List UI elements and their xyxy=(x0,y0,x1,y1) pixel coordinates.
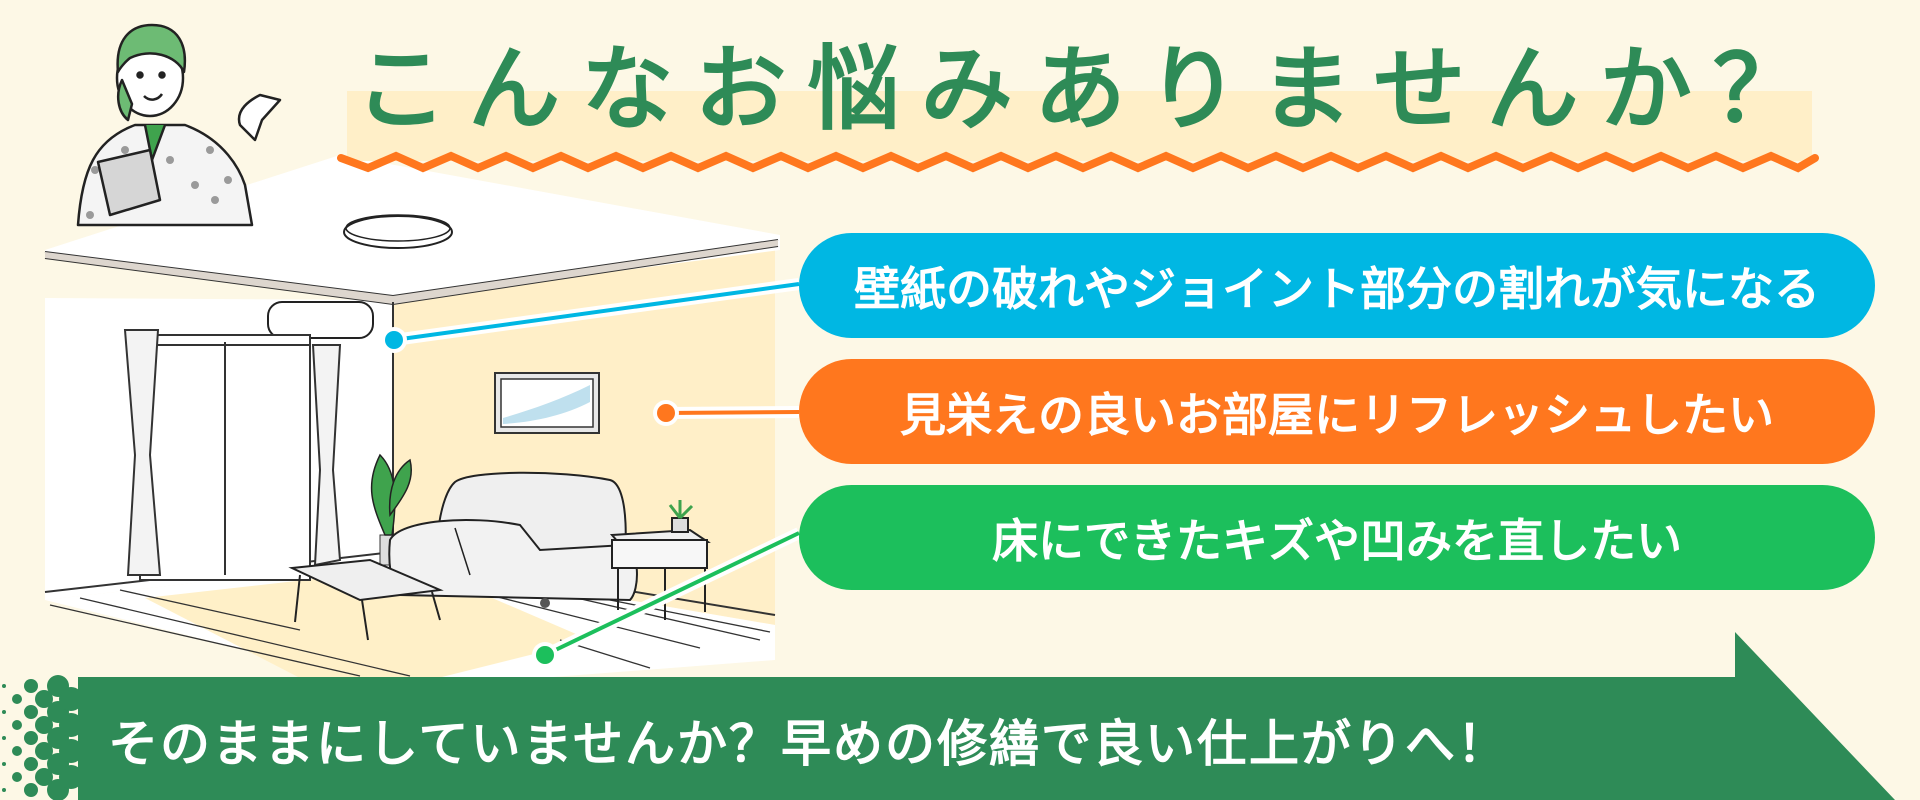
headline-char: ん xyxy=(468,36,561,143)
concern-wallpaper-tear: 壁紙の破れやジョイント部分の割れが気になる xyxy=(799,233,1875,338)
concern-label: 見栄えの良いお部屋にリフレッシュしたい xyxy=(900,387,1774,442)
staff-character xyxy=(76,23,282,227)
concern-label: 壁紙の破れやジョイント部分の割れが気になる xyxy=(854,261,1820,316)
concern-label: 床にできたキズや凹みを直したい xyxy=(992,513,1682,568)
headline-char: 悩 xyxy=(807,36,900,143)
headline-highlight xyxy=(347,91,1812,161)
curtain-right xyxy=(311,344,342,567)
headline-char: な xyxy=(581,36,674,143)
headline-char: せ xyxy=(1373,36,1466,143)
connector-wall-corner xyxy=(381,278,800,353)
connector-wall xyxy=(653,400,800,426)
headline-char: お xyxy=(694,36,787,143)
headline-char: ま xyxy=(1260,36,1353,143)
arrow-banner-shape xyxy=(78,632,1895,800)
concern-floor-damage: 床にできたキズや凹みを直したい xyxy=(799,485,1875,590)
connector-floor xyxy=(532,527,802,668)
coffee-table xyxy=(288,558,444,641)
side-table xyxy=(609,500,711,620)
headline-char: か xyxy=(1599,36,1692,143)
headline-char: ？ xyxy=(1712,36,1805,143)
headline-char: こ xyxy=(354,36,447,143)
halftone-pattern xyxy=(2,675,83,800)
concern-room-refresh: 見栄えの良いお部屋にリフレッシュしたい xyxy=(799,359,1875,464)
headline-char: あ xyxy=(1033,36,1126,143)
headline-char: り xyxy=(1147,36,1240,143)
headline: こ ん な お 悩 み あ り ま せ ん か ？ xyxy=(345,30,1815,150)
headline-char: み xyxy=(920,36,1013,143)
curtain-left xyxy=(123,329,162,576)
headline-char: ん xyxy=(1486,36,1579,143)
sofa xyxy=(388,471,638,608)
air-conditioner xyxy=(267,301,374,339)
cta-banner-text: そのままにしていませんか？早めの修繕で良い仕上がりへ！ xyxy=(108,715,1509,773)
